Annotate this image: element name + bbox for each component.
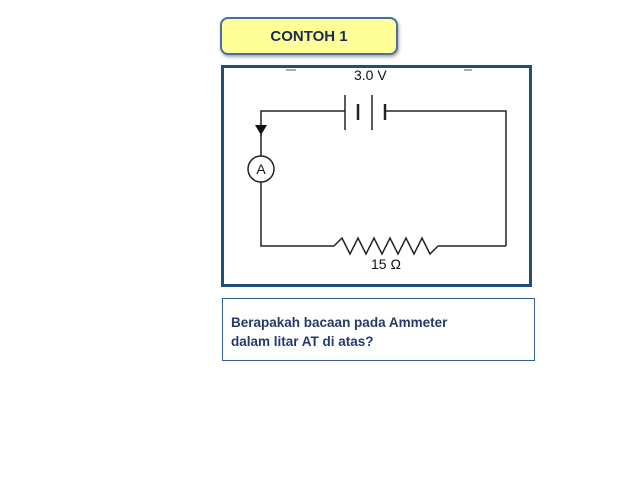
battery-label: 3.0 V [354, 68, 387, 83]
resistor-symbol [333, 236, 439, 256]
wire-top-right [385, 110, 507, 246]
question-line-1: Berapakah bacaan pada Ammeter [231, 315, 448, 330]
question-line-2: dalam litar AT di atas? [231, 334, 374, 349]
wire-top-left [260, 110, 345, 136]
circuit-diagram: 3.0 V A 15 Ω [247, 68, 507, 272]
ammeter-symbol: A [247, 155, 275, 183]
title-text: CONTOH 1 [270, 27, 348, 45]
wire-bottom-left [260, 182, 334, 247]
resistor-label: 15 Ω [371, 256, 401, 272]
battery-symbol [344, 95, 387, 130]
circuit-diagram-frame: 3.0 V A 15 Ω [221, 65, 532, 287]
title-box: CONTOH 1 [220, 17, 398, 55]
question-box: Berapakah bacaan pada Ammeter dalam lita… [222, 298, 535, 361]
current-direction-arrow [255, 125, 267, 135]
ammeter-label: A [256, 161, 266, 177]
